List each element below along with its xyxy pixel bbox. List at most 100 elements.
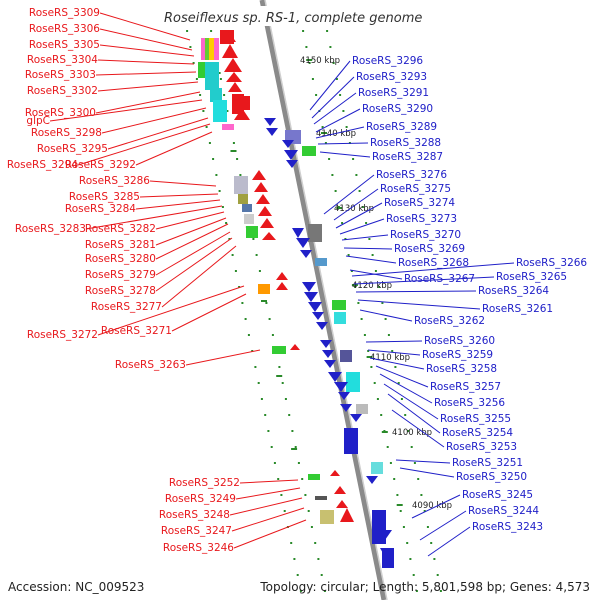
track-dot bbox=[339, 94, 342, 96]
track-dot bbox=[244, 318, 247, 320]
gene-block bbox=[246, 226, 258, 238]
gene-label-right: RoseRS_3269 bbox=[394, 243, 465, 255]
track-dot bbox=[389, 462, 392, 464]
left-label-leader bbox=[85, 205, 223, 230]
track-dot bbox=[210, 30, 213, 32]
reverse-gene-arrow bbox=[256, 194, 270, 204]
track-dot bbox=[251, 350, 254, 352]
track-dot bbox=[328, 158, 331, 160]
gene-block bbox=[209, 38, 214, 60]
map-title: Roseiflexus sp. RS-1, complete genome bbox=[164, 11, 422, 26]
gene-label-right: RoseRS_3260 bbox=[424, 335, 495, 347]
right-label-leader bbox=[313, 92, 357, 125]
reverse-gene-arrow bbox=[340, 508, 354, 522]
right-label-leader bbox=[341, 234, 389, 241]
track-dot bbox=[374, 270, 377, 272]
track-dot bbox=[370, 366, 373, 368]
track-dot bbox=[277, 478, 280, 480]
track-dot bbox=[208, 142, 211, 144]
track-dot bbox=[228, 238, 231, 240]
track-dot bbox=[219, 78, 222, 80]
right-label-leader bbox=[387, 393, 441, 434]
gene-block bbox=[213, 100, 227, 122]
gene-label-right: RoseRS_3264 bbox=[478, 285, 549, 297]
forward-gene-arrow bbox=[284, 150, 298, 160]
forward-gene-arrow bbox=[350, 414, 362, 422]
gene-labels: RoseRS_3309RoseRS_3306RoseRS_3305RoseRS_… bbox=[7, 7, 588, 554]
gene-label-left: RoseRS_3295 bbox=[37, 143, 108, 155]
gene-label-right: RoseRS_3290 bbox=[362, 103, 433, 115]
left-label-leader bbox=[231, 507, 305, 532]
left-label-leader bbox=[99, 28, 193, 51]
right-label-leader bbox=[411, 494, 461, 519]
track-dot bbox=[410, 446, 413, 448]
track-dot bbox=[195, 78, 198, 80]
right-label-leader bbox=[315, 108, 361, 133]
track-dot bbox=[223, 94, 226, 96]
gene-block bbox=[315, 258, 327, 266]
track-dot bbox=[315, 94, 318, 96]
forward-gene-arrow bbox=[286, 160, 298, 168]
track-dot bbox=[273, 462, 276, 464]
track-dot bbox=[320, 574, 323, 576]
left-label-leader bbox=[155, 231, 231, 276]
track-dot bbox=[334, 190, 337, 192]
track-dot bbox=[281, 382, 284, 384]
gene-label-left: RoseRS_3292 bbox=[65, 159, 136, 171]
gene-label-left: RoseRS_3298 bbox=[31, 127, 102, 139]
track-dot bbox=[415, 590, 418, 592]
genome-summary-text: Topology: circular; Length: 5,801,598 bp… bbox=[260, 580, 590, 594]
label-leaders bbox=[49, 12, 515, 557]
left-label-leader bbox=[149, 180, 217, 187]
track-dot bbox=[387, 334, 390, 336]
track-dot bbox=[352, 158, 355, 160]
track-dot bbox=[378, 286, 381, 288]
right-label-leader bbox=[391, 409, 445, 448]
gene-label-right: RoseRS_3288 bbox=[370, 137, 441, 149]
track-dot bbox=[238, 286, 241, 288]
forward-gene-arrow bbox=[282, 140, 294, 148]
track-dot bbox=[236, 158, 239, 160]
track-dot bbox=[371, 254, 374, 256]
right-label-leader bbox=[383, 383, 439, 420]
right-label-leader bbox=[335, 202, 383, 229]
track-dot bbox=[386, 446, 389, 448]
gene-label-right: RoseRS_3243 bbox=[472, 521, 543, 533]
gene-label-right: RoseRS_3276 bbox=[376, 169, 447, 181]
track-dot bbox=[384, 318, 387, 320]
track-dot bbox=[314, 542, 317, 544]
track-dot bbox=[404, 414, 407, 416]
right-label-leader bbox=[323, 174, 375, 215]
track-dot bbox=[335, 78, 338, 80]
track-dot bbox=[350, 270, 353, 272]
gene-block bbox=[332, 300, 346, 310]
track-dot bbox=[426, 526, 429, 528]
track-dot bbox=[305, 46, 308, 48]
track-dot bbox=[430, 542, 433, 544]
track-dot bbox=[436, 574, 439, 576]
track-dot bbox=[331, 174, 334, 176]
gene-block bbox=[320, 510, 334, 524]
track-dot bbox=[212, 158, 215, 160]
minor-tick bbox=[261, 300, 267, 302]
left-label-leader bbox=[155, 237, 233, 292]
scale-tick-label: 4100 kbp bbox=[392, 428, 432, 438]
gene-label-right: RoseRS_3250 bbox=[456, 471, 527, 483]
track-dot bbox=[324, 142, 327, 144]
gene-label-right: RoseRS_3259 bbox=[422, 349, 493, 361]
track-dot bbox=[189, 46, 192, 48]
gene-block bbox=[308, 474, 320, 480]
forward-gene-arrow bbox=[312, 312, 324, 320]
track-dot bbox=[234, 270, 237, 272]
gene-block bbox=[258, 284, 270, 294]
track-dot bbox=[199, 94, 202, 96]
gene-block bbox=[334, 312, 346, 324]
track-dot bbox=[355, 174, 358, 176]
left-label-leader bbox=[97, 81, 199, 92]
scale-tick bbox=[306, 59, 313, 61]
gene-label-left: RoseRS_3247 bbox=[161, 525, 232, 537]
gene-label-right: RoseRS_3254 bbox=[442, 427, 513, 439]
forward-gene-arrow bbox=[264, 118, 276, 126]
gene-label-right: RoseRS_3265 bbox=[496, 271, 567, 283]
